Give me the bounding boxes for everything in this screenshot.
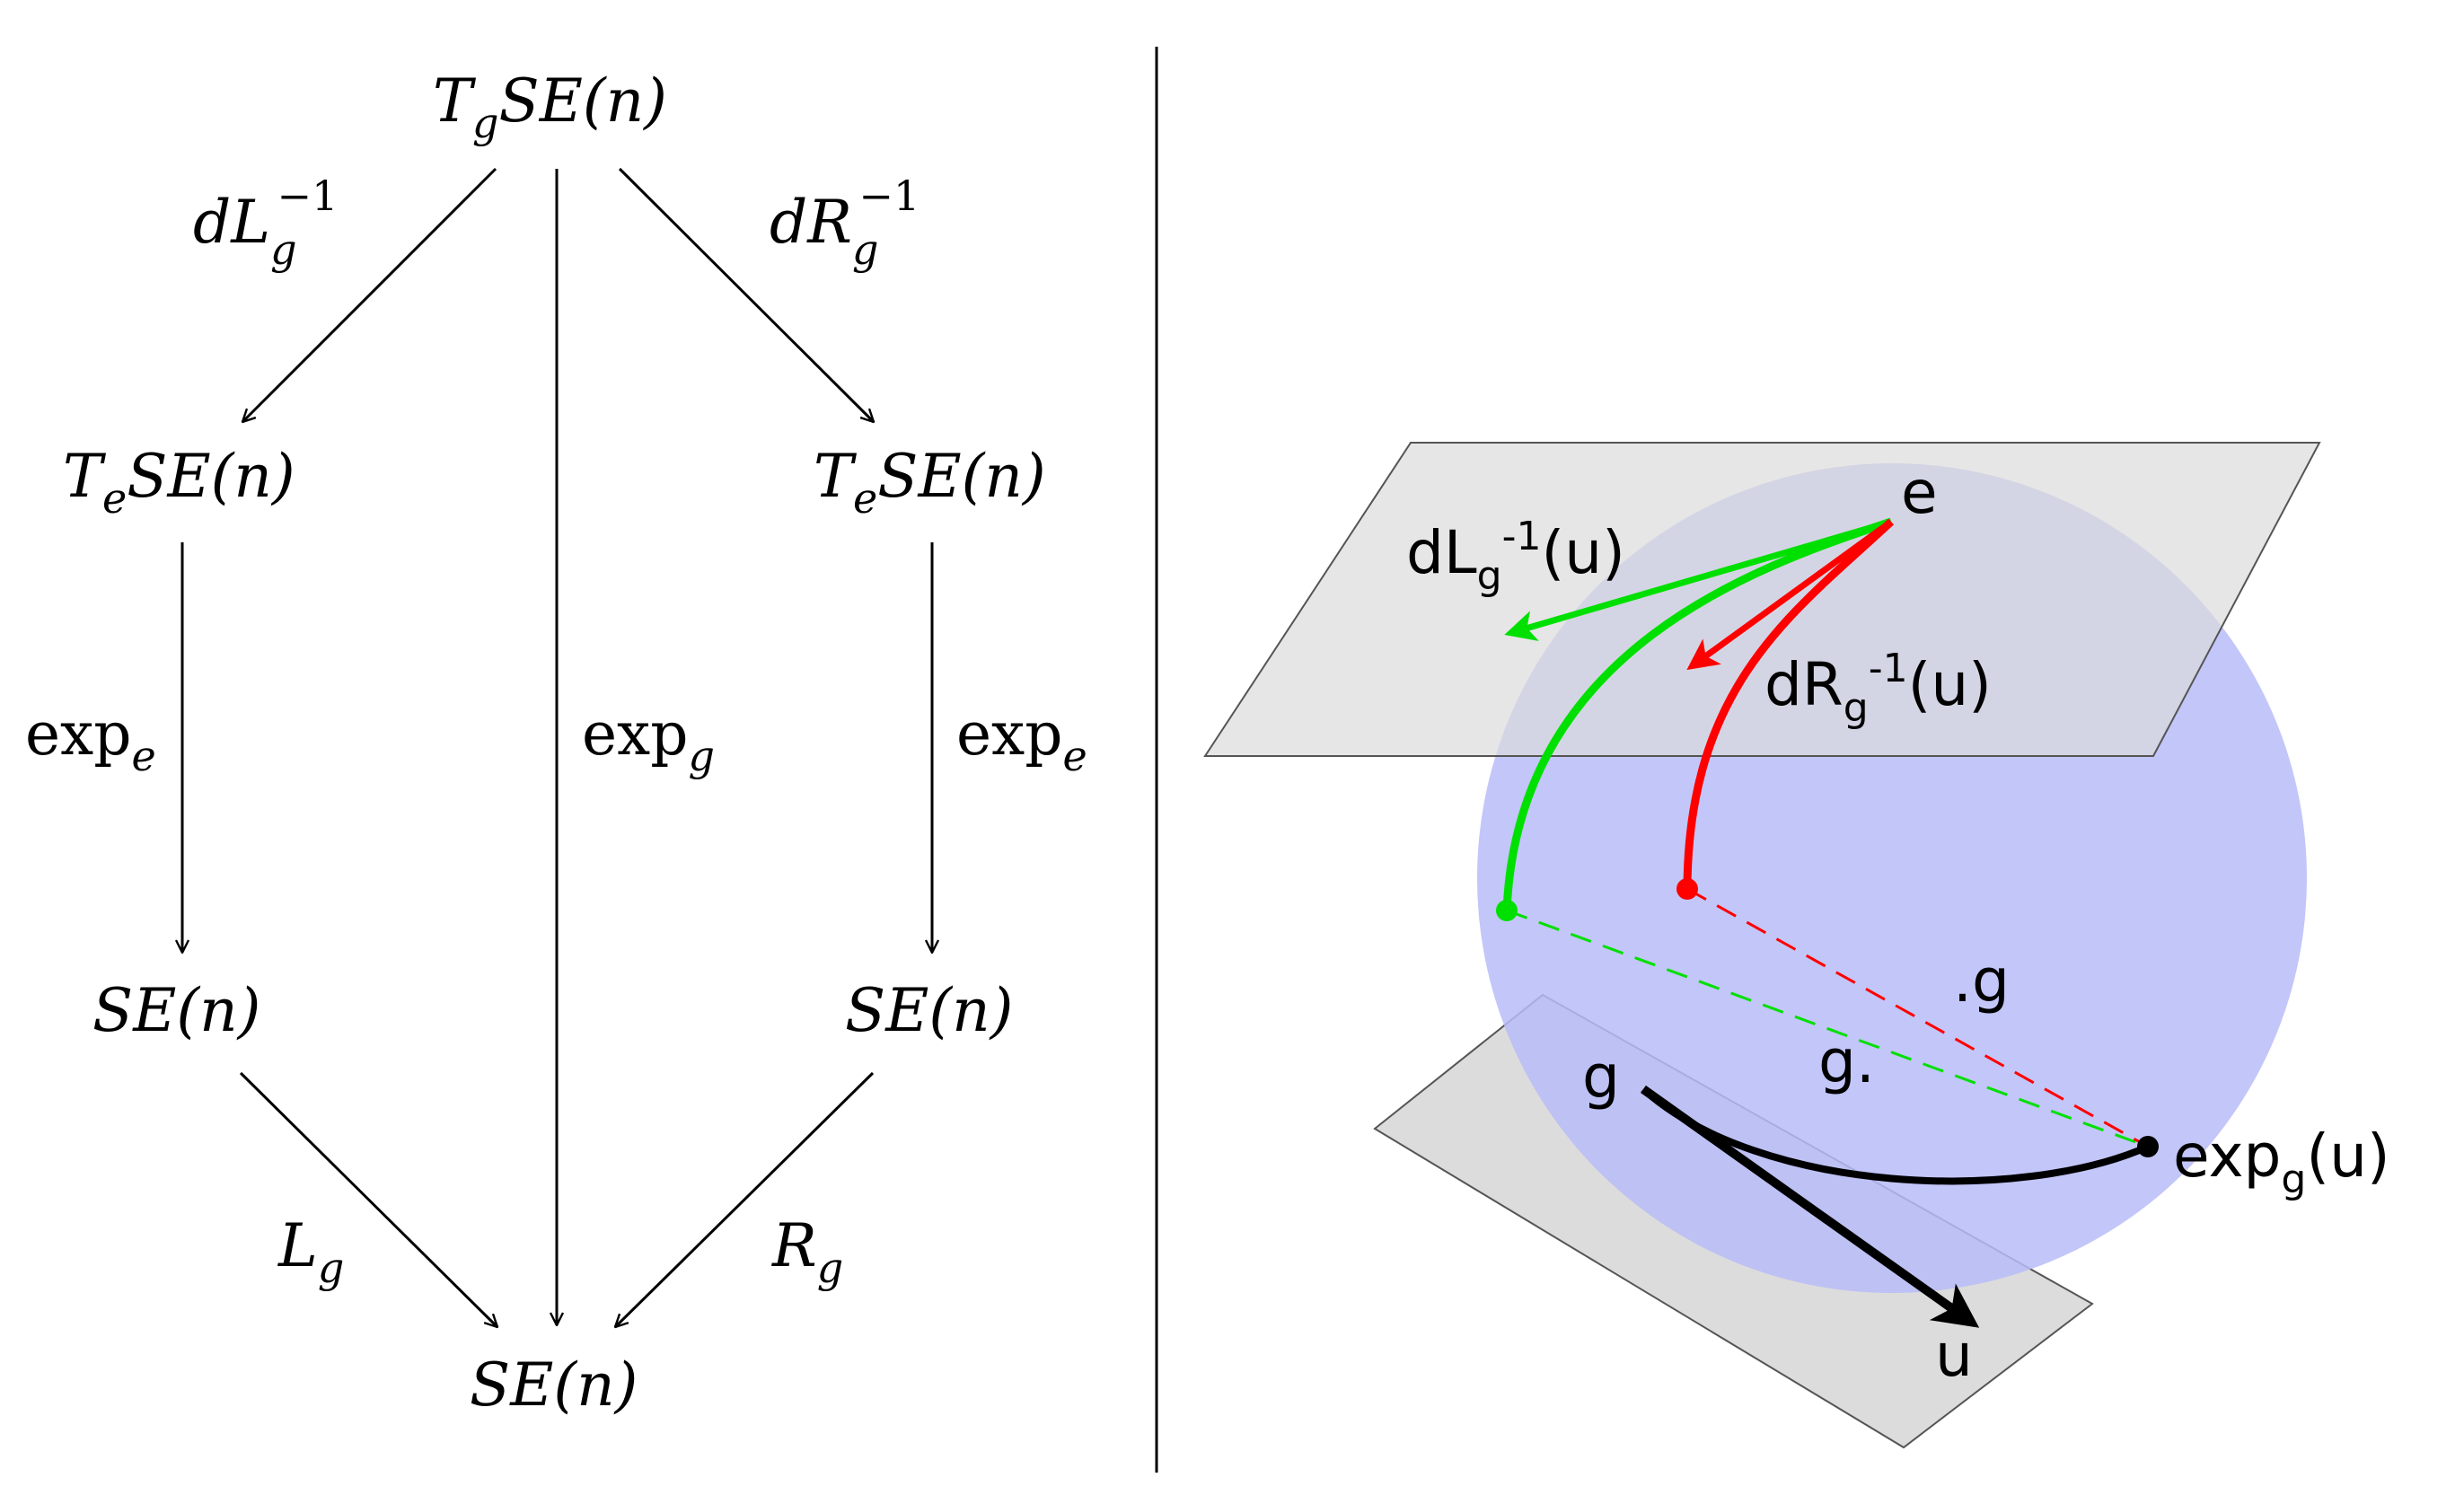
label-R: Rg bbox=[771, 1211, 843, 1292]
arrow-dL-inverse bbox=[242, 167, 497, 422]
tangent-vector-u bbox=[1641, 1085, 1980, 1328]
exp-point bbox=[2137, 1136, 2159, 1157]
node-mid-right: TeSE(n) bbox=[814, 442, 1046, 523]
arrow-dR-inverse bbox=[618, 167, 874, 422]
node-low-left: SE(n) bbox=[92, 976, 260, 1045]
label-exp-g-u: expg(u) bbox=[2173, 1121, 2390, 1202]
label-exp-right: expe bbox=[956, 699, 1087, 780]
dR-inverse-vector bbox=[1686, 519, 1894, 671]
right-pullback-curve bbox=[1683, 518, 1895, 890]
label-dL-inverse-u: dLg-1(u) bbox=[1406, 514, 1625, 599]
label-exp-center: expg bbox=[582, 699, 715, 780]
dL-inverse-vector bbox=[1504, 518, 1892, 641]
label-g: g bbox=[1582, 1042, 1620, 1112]
node-top: TgSE(n) bbox=[433, 66, 667, 147]
left-translation-dashed bbox=[1506, 909, 2149, 1148]
node-bottom: SE(n) bbox=[470, 1350, 638, 1420]
label-dL-inverse: dLg−1 bbox=[193, 172, 338, 274]
left-pullback-point bbox=[1496, 900, 1518, 921]
arrow-R bbox=[615, 1071, 875, 1327]
right-translation-dashed bbox=[1686, 887, 2149, 1148]
geometric-illustration: e g u dLg-1(u) dRg-1(u) .g g. expg(u) bbox=[1203, 442, 2390, 1449]
label-right-action: .g bbox=[1953, 946, 2010, 1016]
commutative-diagram: TgSE(n) TeSE(n) TeSE(n) SE(n) SE(n) SE(n… bbox=[25, 66, 1087, 1420]
arrow-L bbox=[239, 1071, 497, 1327]
label-exp-left: expe bbox=[25, 699, 156, 780]
node-low-right: SE(n) bbox=[845, 976, 1013, 1045]
node-mid-left: TeSE(n) bbox=[63, 442, 295, 523]
label-L: Lg bbox=[277, 1211, 344, 1292]
label-e: e bbox=[1901, 458, 1938, 527]
label-u: u bbox=[1935, 1321, 1973, 1390]
right-pullback-point bbox=[1676, 878, 1698, 900]
tangent-plane-at-e bbox=[1203, 442, 2321, 757]
left-pullback-curve bbox=[1502, 517, 1893, 911]
label-dR-inverse-u: dRg-1(u) bbox=[1764, 646, 1992, 731]
label-left-action: g. bbox=[1818, 1027, 1875, 1096]
label-dR-inverse: dRg−1 bbox=[770, 172, 920, 274]
